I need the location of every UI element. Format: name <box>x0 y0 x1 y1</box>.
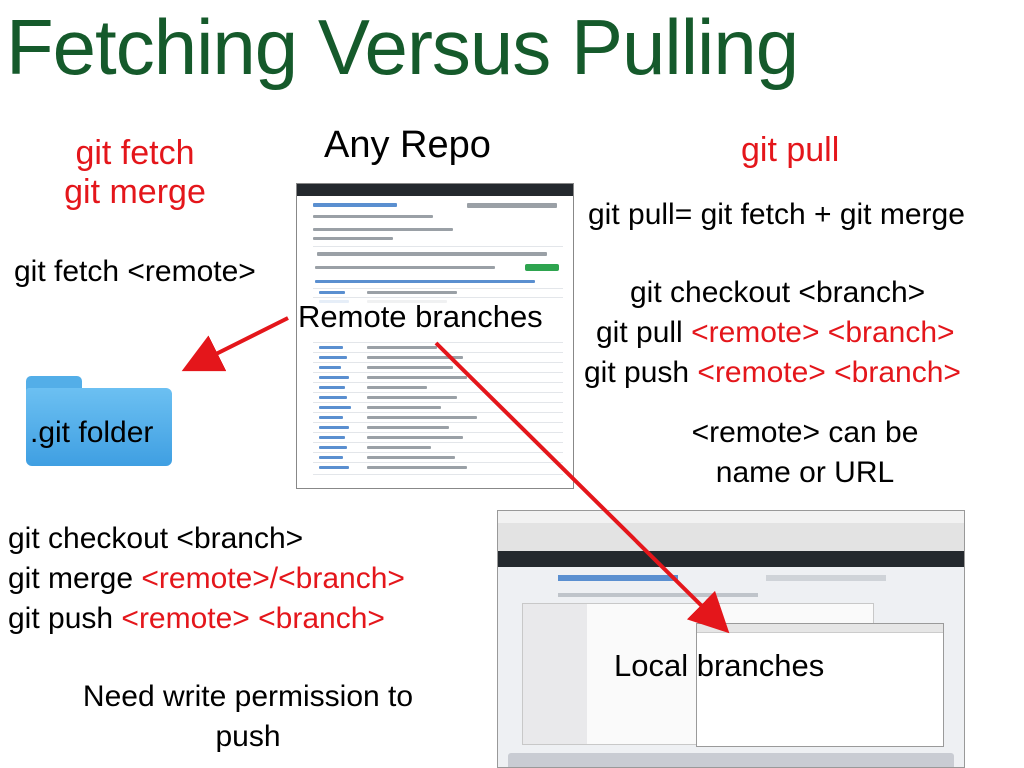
merge-prefix: git merge <box>8 562 142 595</box>
repo-header-bar <box>297 184 573 196</box>
slide-title: Fetching Versus Pulling <box>6 3 799 91</box>
mac-dock <box>508 753 954 767</box>
pull-prefix: git pull <box>596 316 692 349</box>
remote-note-line1: <remote> can be <box>691 416 919 449</box>
finder-sidebar <box>523 604 587 744</box>
fetch-command: git fetch <remote> <box>14 255 256 288</box>
permission-line2: push <box>215 720 281 753</box>
folder-icon <box>26 388 172 466</box>
left-merge-command: git merge <remote>/<branch> <box>8 562 405 596</box>
local-desktop-screenshot <box>497 510 965 768</box>
push-args: <remote> <branch> <box>121 602 385 635</box>
right-push-prefix: git push <box>584 356 698 389</box>
local-branches-label: Local branches <box>614 648 825 683</box>
merge-args: <remote>/<branch> <box>141 562 405 595</box>
push-prefix: git push <box>8 602 122 635</box>
remote-branches-label: Remote branches <box>298 299 543 335</box>
permission-note: Need write permission to push <box>30 680 466 754</box>
left-push-command: git push <remote> <branch> <box>8 602 385 636</box>
left-checkout-command: git checkout <branch> <box>8 522 304 555</box>
pull-equation: git pull= git fetch + git merge <box>588 198 965 231</box>
pull-heading: git pull <box>741 131 840 169</box>
pull-args: <remote> <branch> <box>691 316 955 349</box>
arrow-icon-fetch <box>181 316 289 372</box>
remote-note: <remote> can be name or URL <box>640 416 970 490</box>
remote-note-line2: name or URL <box>715 456 895 489</box>
terminal-window <box>696 623 944 747</box>
right-checkout-command: git checkout <branch> <box>630 276 926 309</box>
git-folder-label: .git folder <box>30 416 154 449</box>
github-header <box>498 551 964 567</box>
any-repo-label: Any Repo <box>324 124 491 166</box>
browser-chrome <box>498 523 964 552</box>
right-push-command: git push <remote> <branch> <box>584 356 961 390</box>
merge-heading: git merge <box>64 173 206 211</box>
permission-line1: Need write permission to <box>82 680 414 713</box>
fetch-merge-heading: git fetch git merge <box>40 134 230 212</box>
right-pull-command: git pull <remote> <branch> <box>596 316 955 350</box>
fetch-heading: git fetch <box>75 134 195 172</box>
right-push-args: <remote> <branch> <box>697 356 961 389</box>
repo-screenshot <box>296 183 574 489</box>
